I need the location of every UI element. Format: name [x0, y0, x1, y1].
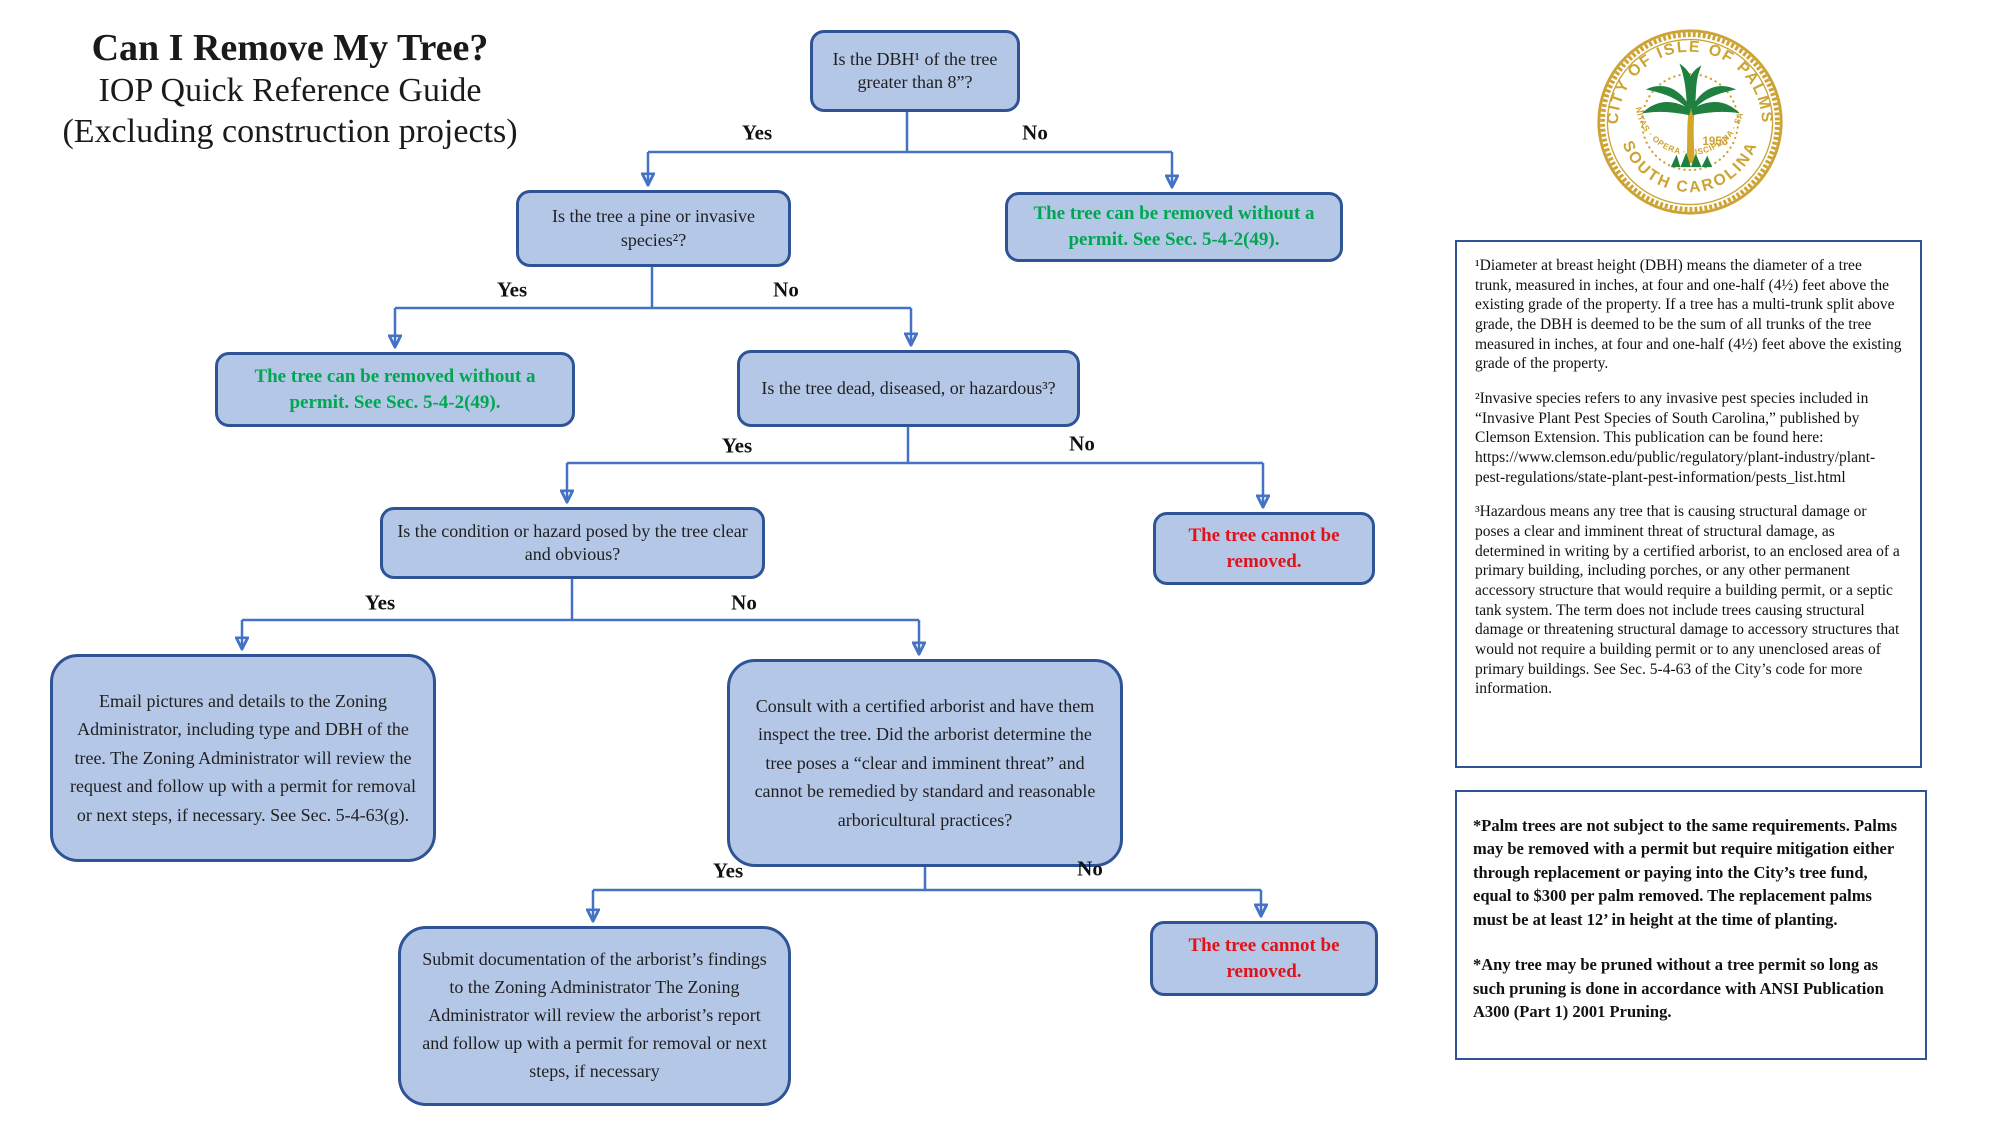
- palm-notes-panel: *Palm trees are not subject to the same …: [1455, 790, 1927, 1060]
- branch-label-no-2: No: [773, 277, 799, 302]
- branch-label-yes-5: Yes: [712, 858, 744, 883]
- branch-label-no-1: No: [1022, 120, 1048, 145]
- connector-branch4: [242, 579, 919, 622]
- footnote-dbh-definition: ¹Diameter at breast height (DBH) means t…: [1475, 257, 1902, 373]
- flow-node-email-action: Email pictures and details to the Zoning…: [50, 654, 436, 862]
- footnotes-panel: ¹Diameter at breast height (DBH) means t…: [1455, 240, 1922, 768]
- flow-node-condition-question: Is the condition or hazard posed by the …: [380, 507, 765, 579]
- branch-label-no-3: No: [1069, 431, 1095, 456]
- flow-node-cannot-remove-2: The tree cannot be removed.: [1150, 921, 1378, 996]
- flow-node-dead-question: Is the tree dead, diseased, or hazardous…: [737, 350, 1080, 427]
- connector-branch1: [648, 112, 1172, 154]
- flow-node-pine-question: Is the tree a pine or invasive species²?: [516, 190, 791, 267]
- branch-label-no-5: No: [1077, 856, 1103, 881]
- flow-node-dbh-question: Is the DBH¹ of the tree greater than 8”?: [810, 30, 1020, 112]
- branch-label-yes-4: Yes: [364, 590, 396, 615]
- palm-trees-note: *Palm trees are not subject to the same …: [1473, 816, 1898, 929]
- branch-label-no-4: No: [731, 590, 757, 615]
- branch-label-yes-3: Yes: [721, 433, 753, 458]
- pruning-note: *Any tree may be pruned without a tree p…: [1473, 955, 1884, 1021]
- flow-node-arborist-question: Consult with a certified arborist and ha…: [727, 659, 1123, 867]
- page-subtitle-2: (Excluding construction projects): [62, 112, 518, 150]
- branch-label-yes-2: Yes: [496, 277, 528, 302]
- seal-dotted-ring: [1640, 72, 1740, 172]
- city-seal-logo: CITY OF ISLE OF PALMS SOUTH CAROLINA SAN…: [1594, 26, 1783, 215]
- seal-rope-ring: [1600, 32, 1780, 212]
- footnote-hazardous-definition: ³Hazardous means any tree that is causin…: [1475, 503, 1900, 698]
- flow-node-submit-action: Submit documentation of the arborist’s f…: [398, 926, 791, 1106]
- seal-inner-ring: [1606, 38, 1774, 206]
- flow-node-removable-right: The tree can be removed without a permit…: [1005, 192, 1343, 262]
- flow-node-removable-left: The tree can be removed without a permit…: [215, 352, 575, 427]
- flow-node-cannot-remove-1: The tree cannot be removed.: [1153, 512, 1375, 585]
- seal-year: 1953: [1702, 136, 1728, 148]
- page-title: Can I Remove My Tree?: [91, 27, 489, 69]
- title-block: Can I Remove My Tree? IOP Quick Referenc…: [30, 26, 550, 152]
- page-subtitle: IOP Quick Reference Guide: [98, 71, 482, 109]
- branch-label-yes-1: Yes: [741, 120, 773, 145]
- connector-branch5: [593, 867, 1261, 892]
- footnote-invasive-species: ²Invasive species refers to any invasive…: [1475, 390, 1876, 486]
- connector-branch2: [395, 267, 911, 310]
- connector-branch3: [567, 427, 1263, 465]
- palm-tree-icon: 1953: [1642, 63, 1740, 168]
